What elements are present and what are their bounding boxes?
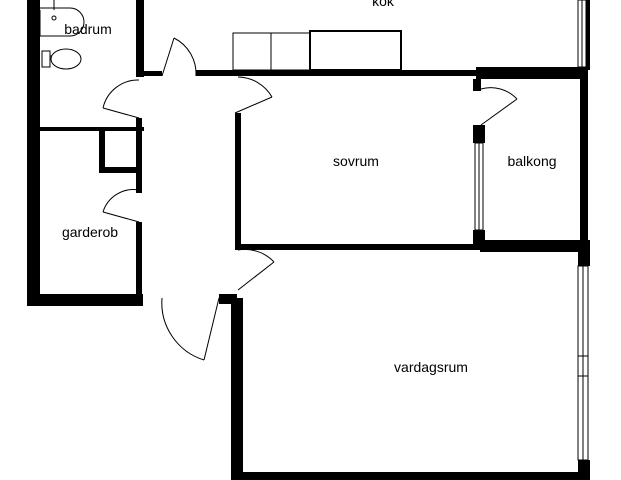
wall-balkong-bottom xyxy=(480,240,590,252)
wall-outer-left xyxy=(27,0,40,306)
door-badrum xyxy=(102,79,140,119)
wall-balkong-right xyxy=(580,67,588,252)
wall-entry-pier xyxy=(219,294,237,304)
wall-balkong-left-upper xyxy=(473,79,481,91)
wall-sovrum-left xyxy=(235,113,241,250)
wall-closet-box-bottom xyxy=(99,167,139,173)
wall-closet-box-left xyxy=(99,131,105,173)
wall-hall-left-lower xyxy=(136,222,142,306)
room-label-garderob: garderob xyxy=(62,224,118,240)
room-label-balkong: balkong xyxy=(507,153,556,169)
wall-sovrum-bottom xyxy=(235,244,480,250)
wall-kok-bottom-left xyxy=(144,71,162,76)
door-kok xyxy=(161,37,197,77)
door-vardagsrum xyxy=(237,248,275,291)
room-label-sovrum: sovrum xyxy=(333,153,379,169)
doors xyxy=(102,37,518,361)
windows xyxy=(474,0,589,461)
wall-hall-left-upper xyxy=(136,118,142,193)
wall-kok-right xyxy=(586,0,590,70)
wall-kok-balkong-top xyxy=(476,67,588,79)
room-labels: kök badrum sovrum balkong garderob varda… xyxy=(62,0,557,375)
toilet-icon xyxy=(41,48,82,70)
kitchen-cabinet-2 xyxy=(270,32,311,71)
kitchen-counter xyxy=(232,30,402,71)
room-label-kok: kök xyxy=(372,0,395,9)
sink-icon xyxy=(39,7,85,37)
room-label-vardagsrum: vardagsrum xyxy=(394,359,468,375)
bathroom-fixtures xyxy=(39,0,85,70)
door-entre xyxy=(161,297,220,361)
wall-vardag-right-upper xyxy=(578,240,590,266)
wall-balkong-left-pier xyxy=(473,125,485,143)
wall-badrum-right xyxy=(136,0,144,77)
wall-garderob-bottom xyxy=(27,294,143,306)
wall-vardag-left xyxy=(231,298,243,480)
room-label-badrum: badrum xyxy=(64,21,111,37)
wall-badrum-bottom xyxy=(40,127,144,131)
door-sovrum xyxy=(234,76,273,114)
walls xyxy=(27,0,590,480)
wall-kok-bottom xyxy=(196,70,476,76)
door-garderob xyxy=(102,189,140,223)
kitchen-cabinet-3 xyxy=(309,30,402,71)
kitchen-cabinet-1 xyxy=(232,32,272,71)
door-balkong xyxy=(480,87,518,126)
wall-vardag-bottom xyxy=(231,472,590,480)
